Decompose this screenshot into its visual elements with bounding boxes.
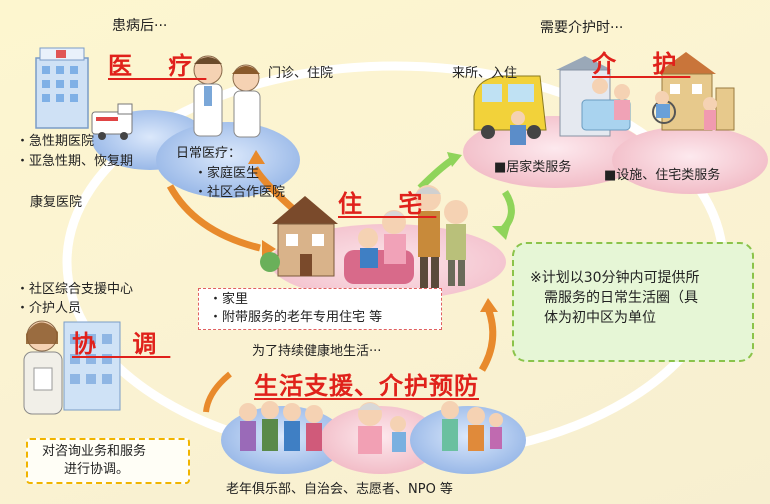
- daily-medical-item: ・家庭医生: [194, 166, 260, 181]
- arrow-from-care-head: [492, 226, 510, 240]
- hospital-item: 康复医院: [30, 195, 83, 210]
- hospital-building-icon: [35, 47, 89, 129]
- service-area-note-line: 体为初中区为单位: [544, 310, 656, 326]
- service-area-note-line: 需服务的日常生活圈（具: [544, 290, 698, 306]
- service-area-note: ※计划以30分钟内可提供所 需服务的日常生活圈（具 体为初中区为单位: [512, 242, 754, 362]
- care-facility-icon: [556, 56, 631, 137]
- coordination-item: ・社区综合支援中心: [16, 282, 134, 297]
- npo-figures-icon: [441, 401, 503, 451]
- outpatient-label: 门诊、住院: [268, 66, 334, 81]
- coordination-note-line: 对咨询业务和服务: [42, 444, 147, 459]
- facility-service-ellipse: [612, 126, 768, 194]
- prevention-footer: 老年俱乐部、自治会、志愿者、NPO 等: [226, 482, 453, 497]
- volunteer-figures-icon: [358, 402, 406, 454]
- support-center-building-icon: [63, 321, 121, 411]
- care-house-icon: [652, 52, 735, 131]
- care-worker-icon: [23, 320, 63, 415]
- coordination-title: 协 调: [72, 330, 171, 358]
- prevention-title: 生活支援、介护预防: [254, 372, 479, 400]
- arrow-to-care-head: [447, 152, 462, 167]
- care-van-icon: [473, 75, 547, 145]
- family-figures-icon: [344, 185, 468, 289]
- home-service-label: ■居家类服务: [494, 160, 572, 175]
- daily-medical-title: 日常医疗：: [176, 146, 242, 161]
- hospital-item: ・急性期医院: [16, 134, 95, 149]
- doctor-figures-icon: [193, 55, 261, 138]
- care-intro: 需要介护时···: [540, 20, 624, 36]
- house-icon: [260, 196, 338, 277]
- hospital-item: ・亚急性期、恢复期: [16, 154, 134, 169]
- medical-title: 医 疗: [108, 52, 207, 80]
- care-title: 介 护: [592, 50, 691, 78]
- arrow-from-medical: [166, 184, 261, 252]
- visit-label: 来所、入住: [452, 66, 518, 81]
- coordination-note-box: 对咨询业务和服务 进行协调。: [26, 438, 190, 484]
- housing-list-box: ・家里 ・附带服务的老年专用住宅 等: [198, 288, 442, 330]
- arrow-to-care: [417, 157, 454, 191]
- facility-service-label: ■设施、住宅类服务: [604, 168, 721, 183]
- arrow-from-prevention: [478, 306, 497, 372]
- housing-item: ・家里: [209, 292, 249, 307]
- arrow-to-coordination: [203, 371, 232, 413]
- daily-medical-item: ・社区合作医院: [194, 185, 286, 200]
- medical-intro: 患病后···: [112, 18, 168, 34]
- ambulance-icon: [91, 103, 133, 140]
- housing-item: ・附带服务的老年专用住宅 等: [209, 310, 383, 325]
- arrow-from-prevention-head: [480, 298, 498, 312]
- housing-title: 住 宅: [338, 190, 437, 218]
- elderly-club-figures-icon: [239, 401, 323, 451]
- arrow-to-medical-head: [248, 150, 265, 164]
- service-area-note-line: ※计划以30分钟内可提供所: [530, 270, 700, 286]
- prevention-intro: 为了持续健康地生活···: [252, 344, 382, 359]
- coordination-note-line: 进行协调。: [64, 462, 130, 477]
- coordination-item: ・介护人员: [16, 301, 82, 316]
